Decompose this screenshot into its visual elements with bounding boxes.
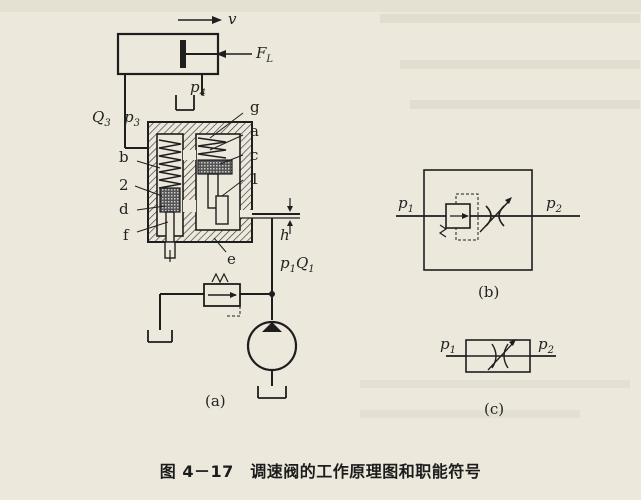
- label-panel-b: (b): [478, 283, 499, 301]
- label-q3: Q3: [92, 108, 111, 129]
- figure-caption: 图 4－17 调速阀的工作原理图和职能符号: [159, 462, 482, 481]
- load-force-arrow: [216, 50, 252, 58]
- label-p1Q1: p1Q1: [280, 254, 315, 275]
- panel-b-symbol: [396, 169, 580, 271]
- label-d: d: [119, 200, 129, 218]
- panel-a-labels: v FL p4 Q3 p3 g a c 1 b 2 d f e h p1Q1 (…: [92, 10, 315, 410]
- label-panel-c: (c): [484, 400, 504, 418]
- label-p3: p3: [124, 108, 140, 129]
- relief-valve: [147, 272, 241, 343]
- throttle-spring: [197, 137, 227, 159]
- background-bleed-text: [380, 14, 640, 109]
- label-b-p1: p1: [398, 194, 414, 215]
- compensator-spring: [158, 139, 182, 189]
- throttle-spool: [197, 159, 233, 225]
- opening-h-markers: [287, 198, 293, 234]
- label-c: c: [250, 146, 258, 164]
- label-a: a: [250, 122, 259, 140]
- label-2: 2: [119, 176, 129, 194]
- label-1: 1: [250, 170, 260, 188]
- speed-control-valve-body: [147, 121, 258, 243]
- panel-c-labels: p1 p2 (c): [440, 335, 554, 418]
- label-leader-lines: [134, 112, 244, 253]
- panel-a-diagram: [116, 16, 300, 399]
- rod-side-drain: [175, 74, 203, 111]
- label-p4: p4: [190, 78, 206, 99]
- label-c-p2: p2: [538, 335, 554, 356]
- label-e: e: [227, 250, 236, 268]
- label-f: f: [123, 226, 130, 244]
- label-velocity: v: [228, 10, 237, 28]
- label-panel-a: (a): [205, 392, 226, 410]
- hydraulic-pump: [246, 320, 298, 399]
- velocity-arrow: [178, 16, 222, 24]
- label-g: g: [250, 98, 260, 116]
- hydraulic-cylinder: [116, 32, 220, 76]
- label-c-p1: p1: [440, 335, 456, 356]
- label-b-p2: p2: [546, 194, 562, 215]
- label-load-force: FL: [255, 44, 273, 65]
- panel-c-symbol: [446, 339, 556, 373]
- panel-b-labels: p1 p2 (b): [398, 194, 562, 301]
- label-h: h: [280, 226, 290, 244]
- label-b: b: [119, 148, 129, 166]
